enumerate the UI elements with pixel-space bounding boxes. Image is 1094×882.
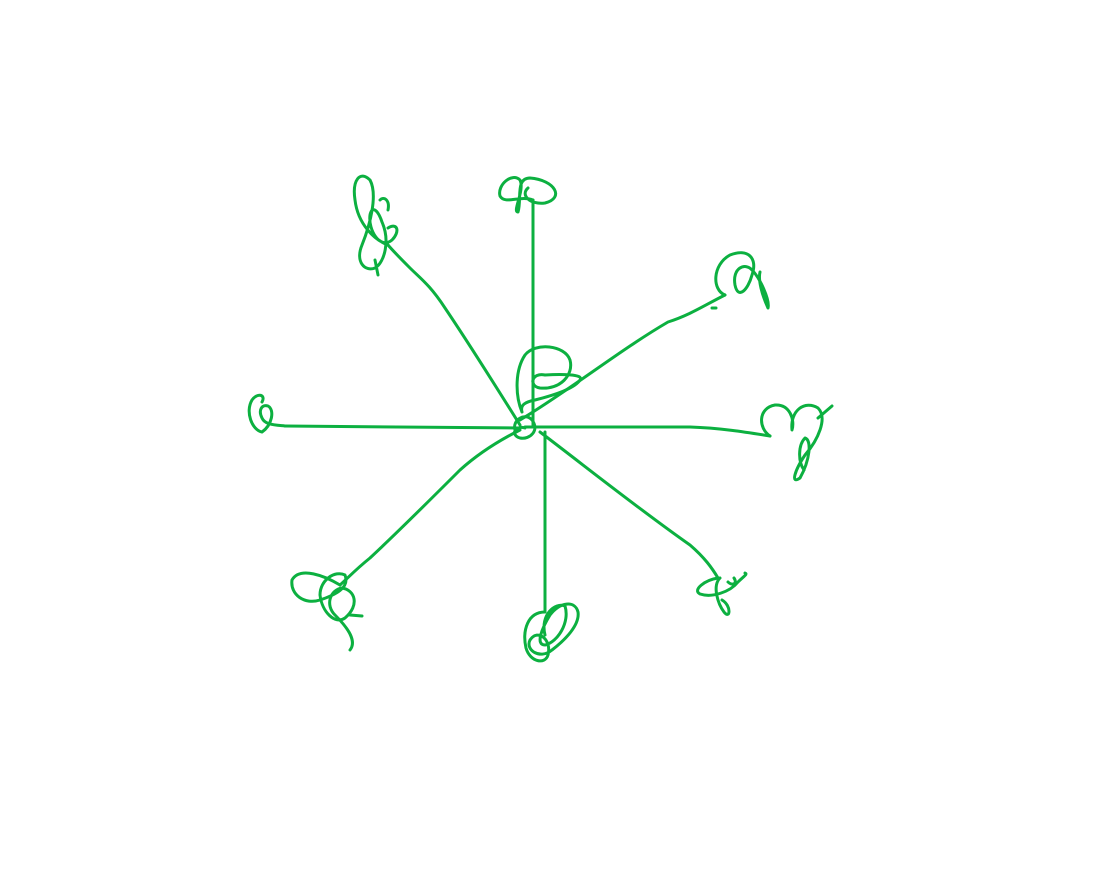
center-knot xyxy=(513,345,583,440)
spokes-group xyxy=(283,198,772,614)
spoke-north-east xyxy=(518,293,727,422)
scribble-east xyxy=(760,403,834,482)
spoke-west xyxy=(283,424,522,430)
spoke-north-west xyxy=(386,243,522,427)
scribble-north-east xyxy=(710,251,770,310)
scribble-south xyxy=(523,602,580,663)
scribble-south-west xyxy=(290,571,364,652)
spoke-south-west xyxy=(338,428,522,587)
spoke-south-east xyxy=(538,430,720,580)
scribble-north-west xyxy=(352,174,399,277)
scribble-south-east xyxy=(696,571,748,616)
scribble-north xyxy=(498,176,558,214)
scribbles-group xyxy=(247,174,834,663)
spoke-east xyxy=(523,425,772,438)
scribble-west xyxy=(247,393,287,434)
